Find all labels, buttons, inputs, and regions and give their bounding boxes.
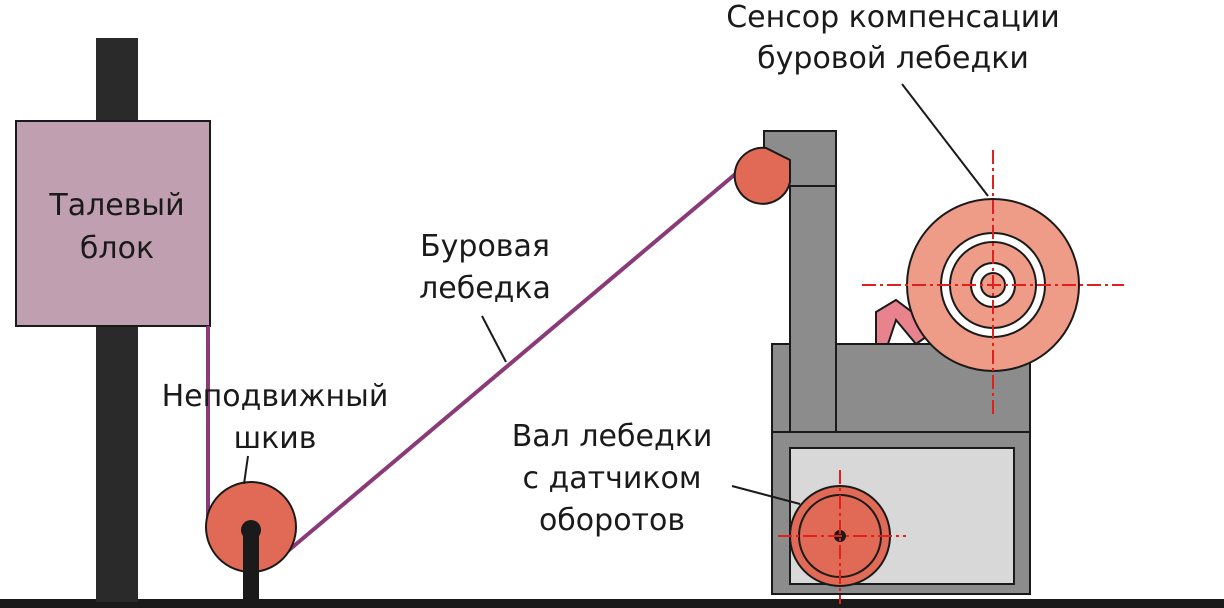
- cable-label-line1: Буровая: [420, 229, 550, 264]
- sensor-leader-line: [901, 83, 989, 197]
- drawworks-cable: [280, 158, 754, 558]
- hoist-block: [15, 120, 211, 327]
- cable-label-line2: лебедка: [419, 271, 551, 306]
- drum-label-line3: оборотов: [539, 503, 685, 538]
- drum-leader-line: [731, 485, 801, 505]
- sheave-axle: [241, 520, 261, 540]
- sensor-label-line1: Сенсор компенсации: [726, 0, 1060, 35]
- drum-label-line2: с датчиком: [523, 461, 702, 496]
- sheave-stand: [243, 528, 259, 602]
- sheave-label-line1: Неподвижный: [162, 379, 389, 414]
- hoist-block-label-line1: Талевый: [48, 188, 184, 223]
- hoist-block-label-line2: блок: [80, 231, 154, 266]
- mast-column: [789, 185, 837, 433]
- sheave-label-line2: шкив: [234, 421, 317, 456]
- crown-pulley: [733, 146, 791, 205]
- cable-leader-line: [481, 315, 507, 363]
- drum-label-line1: Вал лебедки: [512, 419, 713, 454]
- ground-line: [0, 599, 1224, 608]
- sheave-leader-line: [243, 455, 249, 485]
- sensor-label-line2: буровой лебедки: [757, 41, 1029, 76]
